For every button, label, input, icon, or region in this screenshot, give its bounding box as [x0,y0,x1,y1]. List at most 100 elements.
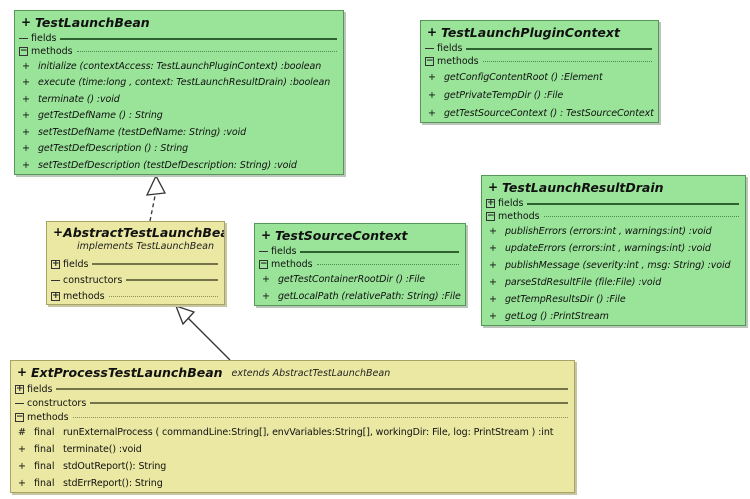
collapse-icon[interactable]: + [51,290,60,301]
method-signature: execute (time:long , context: TestLaunch… [38,77,331,89]
separator-rule [466,47,652,50]
method-visibility: + [262,291,270,302]
class-name: ExtProcessTestLaunchBean [31,364,223,380]
generalization-arrow[interactable] [174,304,231,361]
class-box-extprocesstestlaunchbean[interactable]: + ExtProcessTestLaunchBean extends Abstrac… [10,360,575,493]
separator-rule [92,263,218,265]
method-visibility: + [18,478,26,489]
method-visibility: + [22,60,30,72]
compartment-label: fields [437,43,463,54]
compartment-label: fields [271,246,297,257]
method-row[interactable]: + getTestDefName () : String [19,108,339,125]
class-name: TestLaunchResultDrain [502,179,664,195]
method-signature: terminate () :void [38,93,120,105]
dash-icon [259,251,268,252]
method-row[interactable]: +getConfigContentRoot () :Element [425,68,654,86]
method-visibility: + [22,110,30,122]
compartment-methods: +methods [51,288,220,304]
method-visibility: + [489,260,497,271]
method-signature: getPrivateTempDir () :File [444,89,564,101]
compartment-label: fields [63,258,89,270]
collapse-icon[interactable]: + [51,258,60,269]
dash-icon [19,38,28,39]
visibility-marker: + [53,225,64,239]
method-row[interactable]: +setTestDefName (testDefName: String) :v… [19,124,339,141]
method-visibility: + [489,294,497,305]
method-modifier: final [34,478,55,489]
method-row[interactable]: + getLog () :PrintStream [486,308,741,325]
method-visibility: + [18,461,26,472]
class-name: TestLaunchBean [35,14,150,30]
method-row[interactable]: +publishMessage (severity:int , msg: Str… [486,257,741,274]
method-row[interactable]: +execute (time:long , context: TestLaunc… [19,75,339,92]
compartment-methods: −methods [19,45,339,58]
method-visibility: + [18,444,26,455]
expand-icon[interactable]: − [425,56,434,66]
visibility-marker: + [261,228,272,242]
method-row[interactable]: +getPrivateTempDir () :File [425,86,654,104]
method-signature: getTestSourceContext () : TestSourceCont… [444,107,654,119]
collapse-icon[interactable]: + [486,198,495,208]
method-row[interactable]: +getTestContainerRootDir () :File [259,271,461,288]
compartment-fields: +fields [51,256,220,272]
compartment-label: methods [498,211,540,222]
method-row[interactable]: +setTestDefDescription (testDefDescripti… [19,157,339,174]
class-title-row: +TestSourceContext [259,225,461,245]
method-signature: setTestDefName (testDefName: String) :vo… [38,126,247,138]
method-signature: getTestDefDescription () : String [38,143,189,155]
separator-rule [543,216,739,217]
collapse-icon[interactable]: + [15,383,24,394]
method-signature: getTestContainerRootDir () :File [278,274,426,285]
method-visibility: # [18,427,26,438]
method-row[interactable]: +getTempResultsDir () :File [486,291,741,308]
separator-rule [482,61,652,62]
method-row[interactable]: +updateErrors (errors:int , warnings:int… [486,240,741,257]
expand-icon[interactable]: − [259,259,268,269]
separator-rule [56,388,568,390]
separator-rule [72,416,568,418]
method-row[interactable]: +publishErrors (errors:int , warnings:in… [486,223,741,240]
compartment-fields: +fields [486,197,741,210]
compartment-methods: −methods [259,258,461,271]
method-row[interactable]: + terminate () :void [19,91,339,108]
expand-icon[interactable]: − [486,211,495,221]
method-visibility: + [489,311,497,322]
method-signature: updateErrors (errors:int , warnings:int)… [505,243,711,254]
method-row[interactable]: + initialize (contextAccess: TestLaunchPl… [19,58,339,75]
method-signature: getLocalPath (relativePath: String) :Fil… [278,291,461,302]
class-title-row: +TestLaunchPluginContext [425,22,654,42]
class-subtitle: extends AbstractTestLaunchBean [231,367,391,379]
compartment-label: methods [437,56,479,67]
method-visibility: + [428,71,436,83]
method-visibility: + [22,93,30,105]
method-row[interactable]: + getTestSourceContext () : TestSourceCon… [425,104,654,122]
method-row[interactable]: + getLocalPath (relativePath: String) :Fi… [259,288,461,305]
method-row[interactable]: +parseStdResultFile (file:File) :void [486,274,741,291]
method-signature: getTestDefName () : String [38,110,163,122]
expand-icon[interactable]: − [19,46,28,56]
method-row[interactable]: +getTestDefDescription () : String [19,141,339,158]
expand-icon[interactable]: − [15,411,24,422]
method-modifier: final [34,427,55,438]
class-box-testlaunchresultdrain[interactable]: +TestLaunchResultDrain+fields−methods+pu… [481,175,746,326]
method-signature: initialize (contextAccess: TestLaunchPlu… [38,60,322,72]
method-visibility: + [428,107,436,119]
class-subtitle: implements TestLaunchBean [77,241,214,252]
realization-arrow[interactable] [145,174,167,222]
method-signature: parseStdResultFile (file:File) :void [505,277,662,288]
class-name: TestLaunchPluginContext [441,24,620,40]
compartment-label: methods [271,259,313,270]
method-signature: getLog () :PrintStream [505,311,609,322]
class-title-row: +TestLaunchBean [19,12,339,32]
